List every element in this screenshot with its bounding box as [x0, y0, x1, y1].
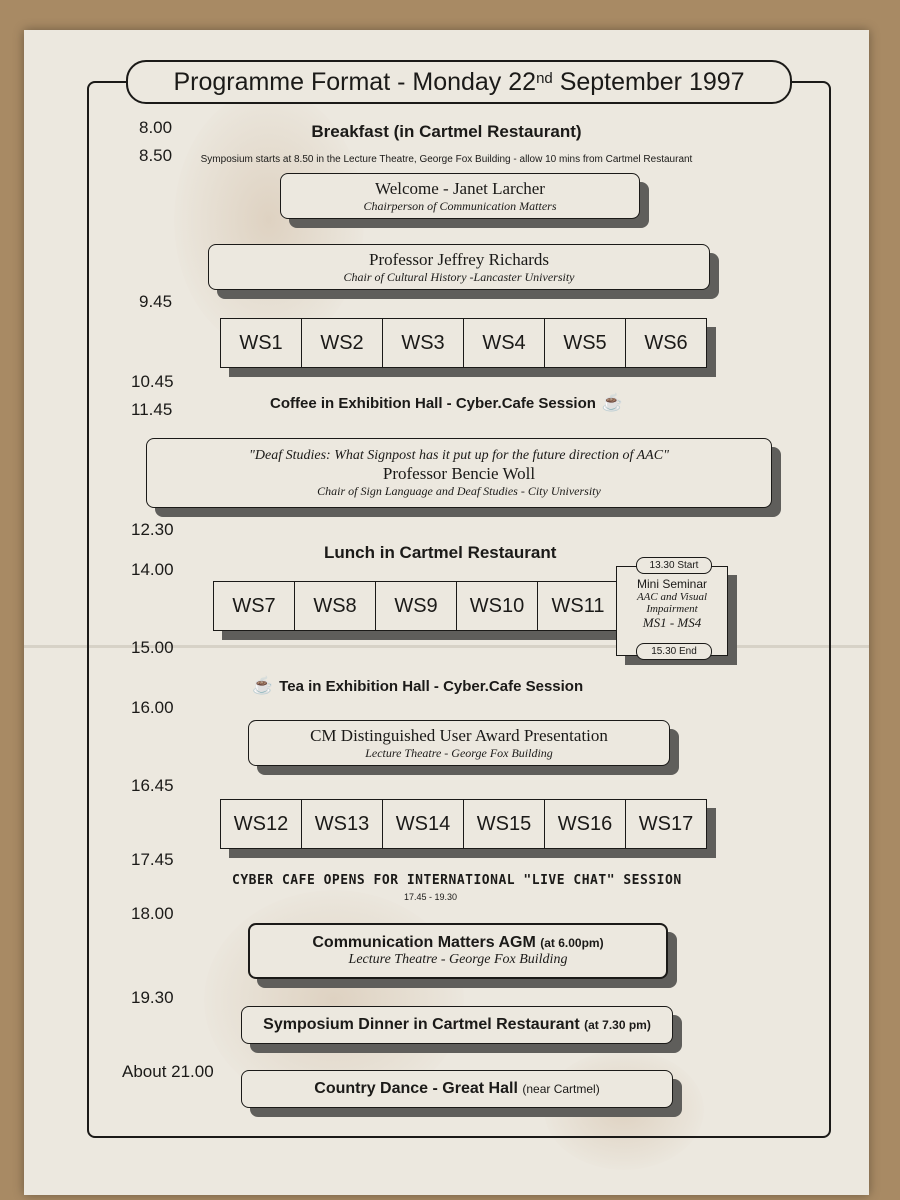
lunch-heading: Lunch in Cartmel Restaurant: [324, 543, 557, 562]
mini-end-badge: 15.30 End: [636, 643, 712, 660]
workshop-row-2: WS7 WS8 WS9 WS10 WS11: [213, 581, 619, 631]
workshop-cell: WS3: [383, 319, 464, 367]
coffee-cup-icon: ☕: [601, 393, 624, 412]
workshop-cell: WS16: [545, 800, 626, 848]
welcome-session: Welcome - Janet Larcher Chairperson of C…: [280, 173, 640, 219]
time-label: 15.00: [131, 638, 174, 657]
time-label: 17.45: [131, 850, 174, 869]
coffee-cup-icon: ☕: [252, 676, 274, 695]
time-label: About 21.00: [122, 1062, 214, 1081]
workshop-cell: WS7: [214, 582, 295, 630]
paper-fold: [24, 645, 869, 648]
workshop-cell: WS1: [221, 319, 302, 367]
time-label: 8.50: [139, 146, 173, 165]
time-label: 12.30: [131, 520, 174, 539]
workshop-cell: WS4: [464, 319, 545, 367]
breakfast-heading: Breakfast (in Cartmel Restaurant): [311, 122, 582, 141]
workshop-cell: WS13: [302, 800, 383, 848]
time-label: 16.00: [131, 698, 174, 717]
richards-session: Professor Jeffrey Richards Chair of Cult…: [208, 244, 710, 290]
workshop-cell: WS17: [638, 812, 694, 835]
time-label: 10.45: [131, 372, 174, 391]
symposium-note: Symposium starts at 8.50 in the Lecture …: [200, 154, 693, 165]
award-session: CM Distinguished User Award Presentation…: [248, 720, 670, 766]
workshop-cell: WS11: [551, 594, 605, 617]
woll-session: "Deaf Studies: What Signpost has it put …: [146, 438, 772, 508]
workshop-cell: WS10: [457, 582, 538, 630]
workshop-cell: WS6: [644, 331, 688, 354]
workshop-cell: WS9: [376, 582, 457, 630]
coffee-heading: Coffee in Exhibition Hall - Cyber.Cafe S…: [270, 393, 624, 412]
dance-session: Country Dance - Great Hall (near Cartmel…: [241, 1070, 673, 1108]
mini-seminar: Mini Seminar AAC and Visual Impairment M…: [616, 566, 728, 656]
workshop-cell: WS15: [464, 800, 545, 848]
workshop-row-3: WS12 WS13 WS14 WS15 WS16 WS17: [220, 799, 707, 849]
workshop-cell: WS2: [302, 319, 383, 367]
mini-start-badge: 13.30 Start: [636, 557, 712, 574]
time-label: 8.00: [139, 118, 173, 137]
time-label: 16.45: [131, 776, 174, 795]
time-label: 14.00: [131, 560, 174, 579]
tea-heading: ☕Tea in Exhibition Hall - Cyber.Cafe Ses…: [252, 676, 584, 695]
time-label: 18.00: [131, 904, 174, 923]
live-chat-times: 17.45 - 19.30: [404, 892, 458, 902]
workshop-cell: WS8: [295, 582, 376, 630]
workshop-cell: WS14: [383, 800, 464, 848]
time-label: 9.45: [139, 292, 173, 311]
agm-session: Communication Matters AGM (at 6.00pm) Le…: [248, 923, 668, 979]
live-chat-heading: CYBER CAFE OPENS FOR INTERNATIONAL "LIVE…: [232, 873, 682, 888]
dinner-session: Symposium Dinner in Cartmel Restaurant (…: [241, 1006, 673, 1044]
time-label: 11.45: [131, 400, 173, 419]
workshop-row-1: WS1 WS2 WS3 WS4 WS5 WS6: [220, 318, 707, 368]
workshop-cell: WS12: [221, 800, 302, 848]
time-label: 19.30: [131, 988, 174, 1007]
workshop-cell: WS5: [545, 319, 626, 367]
